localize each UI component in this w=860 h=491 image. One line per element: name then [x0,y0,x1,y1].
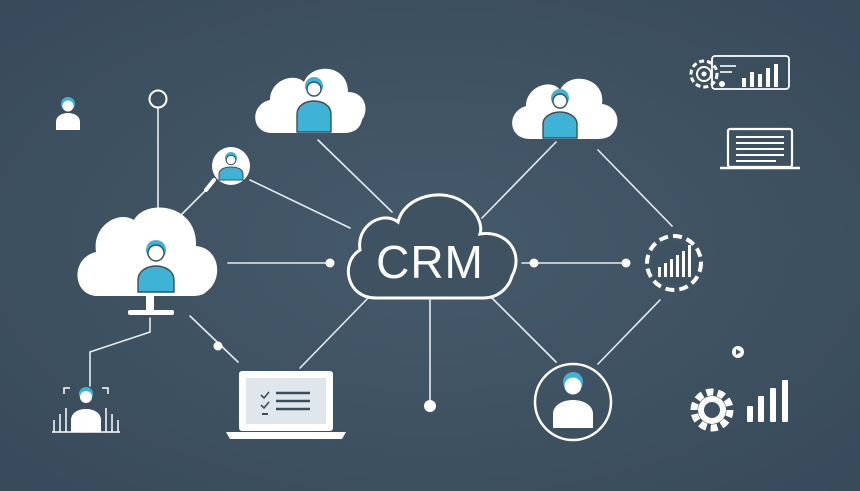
connector-dot [213,341,223,351]
cloud-icon [346,193,518,300]
connector-dot [424,400,436,412]
cloud-person-icon [512,78,618,139]
dashboard-top [689,55,790,90]
connector-dot [529,258,539,268]
connector-line [597,149,673,227]
connector-line [89,317,151,387]
connector-lines [89,107,673,403]
circle-person-icon [533,362,613,442]
connector-line [317,139,393,213]
person-icon [137,240,175,293]
monitor-stand [146,296,154,310]
laptop-checklist [226,371,346,439]
connector-line [177,187,209,219]
connector-line [249,179,351,229]
connector-line [489,295,557,363]
connector-dots [213,258,631,412]
connector-line [597,299,661,365]
gear-chart [645,234,703,292]
hub-label: CRM [376,236,484,288]
person-icon [542,89,578,139]
gear-chart-dashboard-icon [689,55,790,90]
group-user [52,387,120,433]
crm-hub: CRM [346,193,518,300]
gear-bar-chart-icon [645,234,703,292]
cloud-monitor-user [77,207,218,315]
connector-line [481,141,557,219]
connector-ring [148,89,168,109]
play-small [732,346,744,358]
person-frame-icon [52,387,120,433]
cloud-user-top-right [512,78,618,139]
laptop-list [720,127,800,170]
connector-line [189,315,239,363]
connector-dot [325,258,335,268]
gear-bar-chart-icon [690,380,788,432]
circle-user [533,362,613,442]
person-icon [56,97,80,130]
cloud-user-top [255,68,366,133]
top-left-user [56,97,80,130]
laptop-list-icon [720,127,800,170]
laptop-checklist-icon [226,371,346,439]
search-user [204,147,250,192]
connector-dot [621,258,631,268]
gear-bars-bottom [690,380,788,432]
monitor-base [128,310,174,315]
connector-line [299,295,371,369]
person-icon [296,77,332,133]
magnifier-handle [204,178,216,192]
